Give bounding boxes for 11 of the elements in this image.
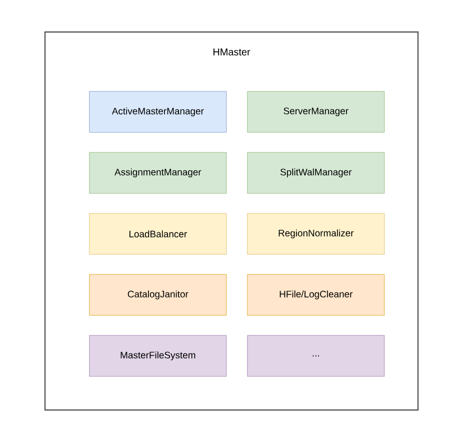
component-box: AssignmentManager bbox=[89, 152, 227, 194]
component-box: SplitWalManager bbox=[247, 152, 385, 194]
component-box: MasterFileSystem bbox=[89, 335, 227, 377]
component-box: HFile/LogCleaner bbox=[247, 274, 385, 316]
heading: HMaster bbox=[214, 48, 250, 56]
component-box: RegionNormalizer bbox=[247, 213, 385, 255]
component-box: LoadBalancer bbox=[89, 213, 227, 255]
component-box: ... bbox=[247, 335, 385, 377]
component-box: CatalogJanitor bbox=[89, 274, 227, 316]
component-box: ServerManager bbox=[247, 91, 385, 133]
component-box: ActiveMasterManager bbox=[89, 91, 227, 133]
